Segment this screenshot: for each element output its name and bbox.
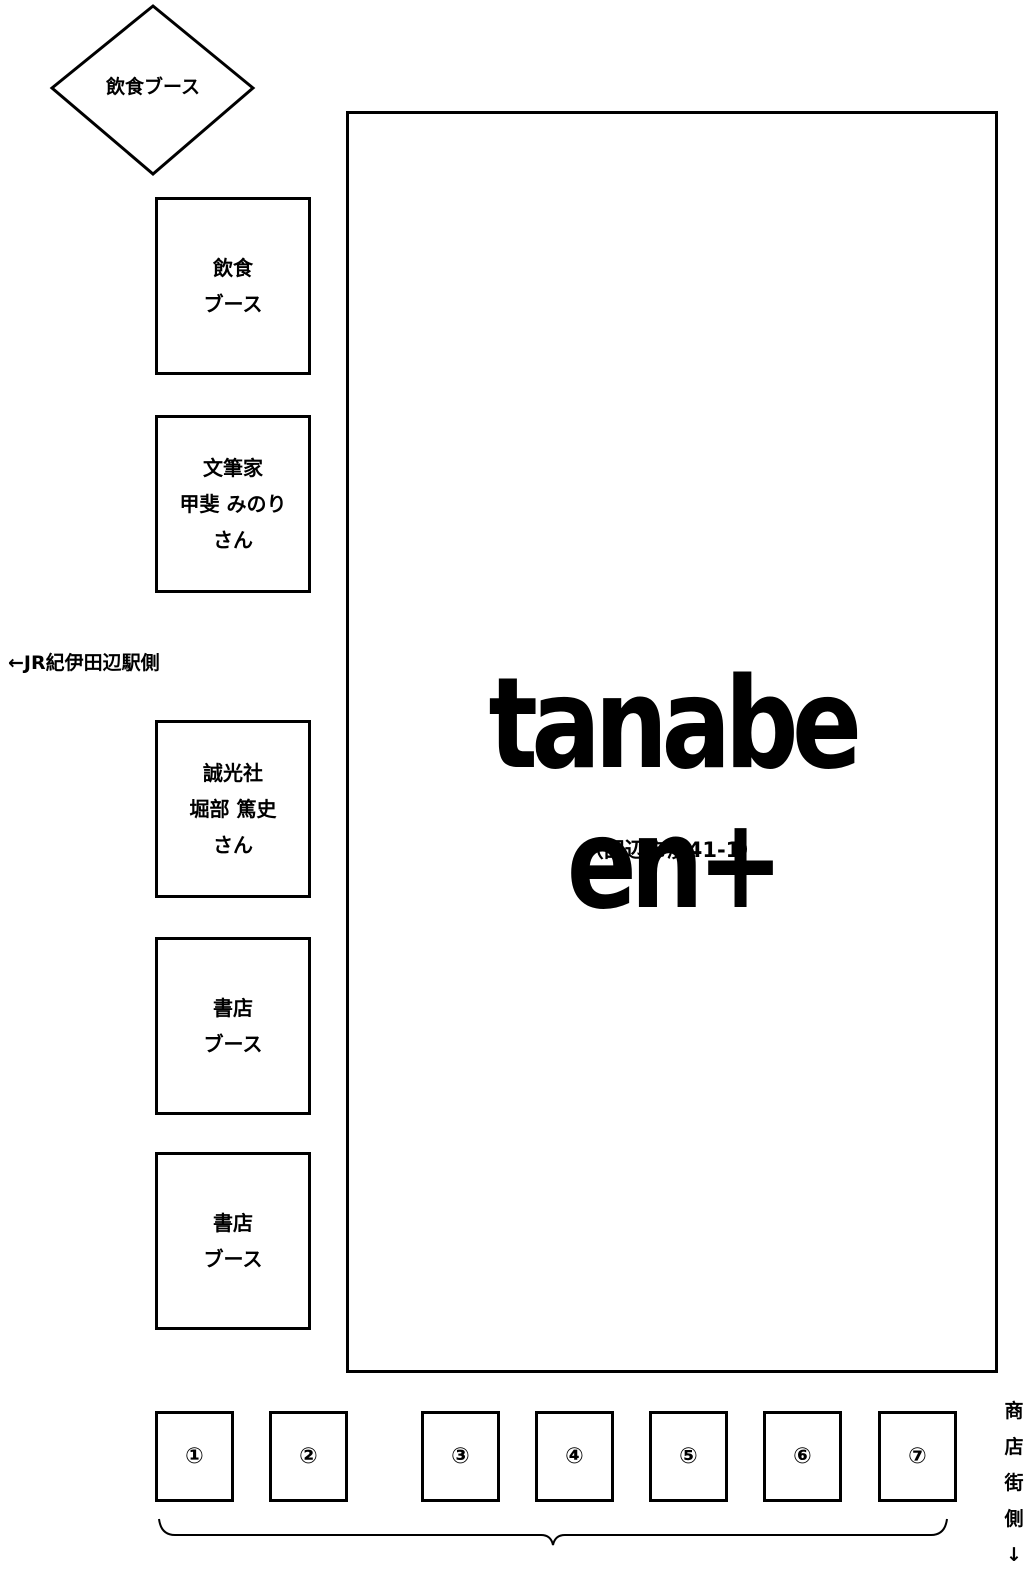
booth-6: ⑥: [763, 1411, 842, 1502]
booth-seikosha-horibe: 誠光社 堀部 篤史 さん: [155, 720, 311, 898]
shopping-street-direction-label: 商 店 街 側 ↓: [1002, 1393, 1026, 1573]
booth-7: ⑦: [878, 1411, 957, 1502]
booth-line: さん: [213, 833, 253, 857]
booth-writer-kai: 文筆家 甲斐 みのり さん: [155, 415, 311, 593]
street-char: ↓: [1006, 1544, 1022, 1566]
booth-food: 飲食 ブース: [155, 197, 311, 375]
booth-3: ③: [421, 1411, 500, 1502]
booth-line: ブース: [203, 1032, 263, 1056]
booth-2: ②: [269, 1411, 348, 1502]
booth-line: さん: [213, 528, 253, 552]
booth-bookstore-1: 書店 ブース: [155, 937, 311, 1115]
bottom-brace: [158, 1518, 948, 1546]
booth-line: ブース: [203, 292, 263, 316]
booth-line: 甲斐 みのり: [179, 492, 287, 516]
booth-line: 書店: [213, 996, 253, 1020]
booth-line: 堀部 篤史: [189, 797, 277, 821]
food-booth-diamond-label: 飲食ブース: [105, 76, 201, 98]
booth-4: ④: [535, 1411, 614, 1502]
booth-line: 誠光社: [203, 761, 263, 785]
station-direction-label: ←JR紀伊田辺駅側: [8, 652, 160, 674]
booth-1: ①: [155, 1411, 234, 1502]
street-char: 街: [1004, 1472, 1024, 1494]
booth-line: 飲食: [213, 256, 253, 280]
booth-line: 文筆家: [203, 456, 263, 480]
street-char: 店: [1004, 1436, 1024, 1458]
booth-5: ⑤: [649, 1411, 728, 1502]
venue-address: （田辺市湊41-1）: [582, 838, 762, 862]
booth-line: 書店: [213, 1211, 253, 1235]
booth-line: ブース: [203, 1247, 263, 1271]
venue-building: tanabe en+ （田辺市湊41-1）: [346, 111, 998, 1373]
food-booth-diamond-shape: [49, 4, 256, 176]
street-char: 側: [1004, 1508, 1024, 1530]
venue-name: tanabe en+: [488, 650, 862, 937]
street-char: 商: [1004, 1400, 1024, 1422]
booth-bookstore-2: 書店 ブース: [155, 1152, 311, 1330]
